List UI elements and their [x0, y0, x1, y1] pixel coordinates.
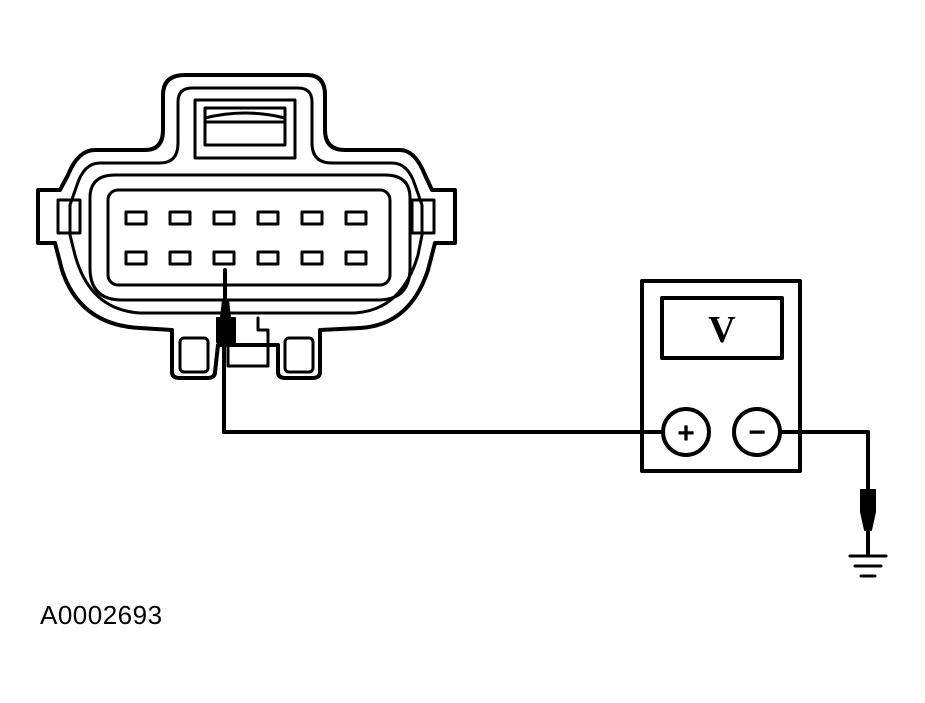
connector-outer-shell	[36, 73, 457, 380]
back-probe	[216, 268, 236, 343]
pin-cavity	[124, 250, 148, 266]
connector-shell-inner-line	[68, 86, 424, 315]
ground-symbol	[848, 554, 888, 578]
locking-tab	[193, 98, 297, 160]
voltmeter: V + −	[640, 279, 802, 473]
pin-cavities	[124, 210, 368, 266]
pin-cavity	[168, 210, 192, 226]
probe-body	[216, 317, 236, 343]
pin-cavity	[344, 250, 368, 266]
ground-probe	[860, 489, 876, 557]
pin-cavity-probed	[212, 250, 236, 266]
negative-terminal-symbol: −	[748, 416, 766, 449]
wire-negative-lead	[780, 430, 870, 494]
figure-id-label: A0002693	[40, 600, 163, 630]
pin-cavity	[344, 210, 368, 226]
pin-cavity	[300, 250, 324, 266]
pin-cavity	[300, 210, 324, 226]
voltmeter-body	[640, 279, 802, 473]
negative-terminal	[732, 407, 782, 457]
pin-cavity	[168, 250, 192, 266]
pin-cavity	[256, 210, 280, 226]
voltmeter-display-label: V	[708, 309, 736, 351]
electrical-connector	[36, 73, 457, 380]
bottom-key-left	[178, 336, 210, 374]
ground-probe-body	[860, 489, 876, 531]
bottom-key-right	[283, 336, 315, 374]
side-latch-right	[410, 198, 436, 235]
pin-cavity-area	[106, 188, 392, 287]
voltmeter-display	[660, 296, 784, 360]
pin-cavity	[212, 210, 236, 226]
positive-terminal	[661, 407, 711, 457]
side-latch-left	[56, 198, 82, 235]
pin-cavity	[256, 250, 280, 266]
bottom-notch	[226, 316, 270, 368]
positive-terminal-symbol: +	[677, 417, 695, 450]
pin-cavity	[124, 210, 148, 226]
wire-positive-lead	[222, 340, 664, 434]
connector-inner-housing	[88, 173, 412, 302]
